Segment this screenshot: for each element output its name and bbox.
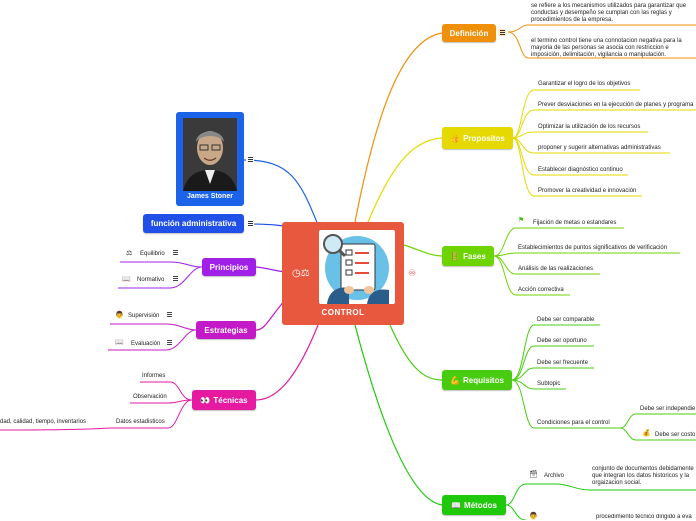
thumbs-up-icon: 👍 (450, 133, 461, 143)
propositos-item-1[interactable]: Garantizar el logro de los objetivos (538, 81, 631, 87)
eyes-icon: 👀 (200, 395, 211, 405)
propositos-node[interactable]: 👍 Propositos (442, 127, 513, 149)
propositos-item-4[interactable]: proponer y sugerir alternativas administ… (538, 145, 661, 151)
central-illustration (319, 230, 395, 304)
principios-item-equilibrio[interactable]: Equilibrio (140, 251, 165, 257)
link-icon[interactable]: ♾ (408, 268, 417, 278)
normativo-note-icon[interactable] (173, 276, 179, 282)
definicion-paragraph-1[interactable]: se refiere a los mecanismos utilizados p… (531, 3, 687, 23)
fases-item-4[interactable]: Acción correctiva (518, 287, 564, 293)
scales-icon: ⚖ (126, 250, 133, 257)
central-title: CONTROL (321, 308, 365, 317)
book-icon: 📖 (122, 276, 131, 283)
ladder-icon: 🪜 (450, 251, 461, 261)
estrategias-label: Estrategias (204, 325, 248, 335)
clock-scales-icon: ◷⚖ (292, 268, 310, 279)
requisitos-sub-item-1[interactable]: Debe ser independie (640, 406, 696, 412)
requisitos-node[interactable]: 💪 Requisitos (442, 370, 512, 390)
person-icon: 👨 (115, 312, 124, 319)
tecnicas-node[interactable]: 👀 Técnicas (192, 390, 256, 410)
requisitos-item-2[interactable]: Debe ser oportuno (537, 338, 587, 344)
tecnicas-item-informes[interactable]: Informes (142, 373, 166, 379)
definicion-note-icon[interactable] (498, 29, 506, 36)
equilibrio-note-icon[interactable] (173, 250, 179, 256)
metodos-item-2-text[interactable]: procedimiento técnico dirigido a eva (596, 514, 692, 520)
supervision-note-icon[interactable] (167, 312, 173, 318)
funcion-node[interactable]: función administrativa (143, 214, 244, 233)
propositos-item-6[interactable]: Promover la creatividad e innovación (538, 188, 637, 194)
requisitos-item-3[interactable]: Debe ser frecuente (537, 360, 589, 366)
stoner-note-icon[interactable] (246, 156, 254, 163)
central-topic[interactable]: ◷⚖ CONTROL (282, 222, 404, 325)
tecnicas-item-datos[interactable]: Datos estadisticos (116, 419, 165, 425)
flag-icon: ⚑ (518, 217, 525, 224)
propositos-item-3[interactable]: Optimizar la utilización de los recursos (538, 124, 641, 130)
fases-label: Fases (463, 251, 486, 261)
propositos-label: Propositos (463, 133, 505, 143)
requisitos-item-1[interactable]: Debe ser comparable (537, 317, 595, 323)
stoner-node[interactable]: James Stoner (176, 112, 244, 206)
requisitos-sub-item-2[interactable]: Debe ser costo (655, 432, 696, 438)
book-icon: 📖 (115, 339, 124, 346)
principios-node[interactable]: Principios (202, 258, 256, 276)
funcion-note-icon[interactable] (246, 220, 254, 227)
funcion-label: función administrativa (150, 219, 237, 228)
cabinet-icon: 🗃 (529, 471, 538, 478)
fases-node[interactable]: 🪜 Fases (442, 246, 494, 266)
principios-label: Principios (209, 262, 249, 272)
definicion-paragraph-2[interactable]: el termino control tiene una connotacion… (531, 38, 682, 58)
book-icon: 📖 (451, 500, 462, 510)
requisitos-label: Requisitos (463, 375, 504, 385)
fases-item-1[interactable]: Fijación de metas o estandares (533, 220, 617, 226)
stoner-label: James Stoner (187, 193, 233, 200)
evaluacion-note-icon[interactable] (167, 340, 173, 346)
metodos-node[interactable]: 📖 Métodos (442, 495, 506, 515)
bag-icon: 💰 (642, 430, 651, 437)
estrategias-node[interactable]: Estrategias (196, 321, 256, 339)
fases-item-3[interactable]: Análisis de las realizaciones (518, 266, 594, 272)
propositos-item-5[interactable]: Establecer diagnóstico continuo (538, 167, 623, 173)
person-icon: 👨 (529, 513, 538, 520)
requisitos-item-5[interactable]: Condiciones para el control (537, 420, 610, 426)
requisitos-item-4[interactable]: Subtopic (537, 381, 561, 387)
definicion-node[interactable]: Definición (442, 24, 496, 42)
metodos-item-archivo[interactable]: Archivo (544, 473, 565, 479)
metodos-archivo-text[interactable]: conjunto de documentos debidamente que i… (592, 466, 694, 486)
flexed-arm-icon: 💪 (450, 375, 461, 385)
definicion-label: Definición (449, 28, 489, 38)
stoner-photo (183, 118, 237, 191)
estrategias-item-evaluacion[interactable]: Evaluación (131, 341, 161, 347)
tecnicas-label: Técnicas (213, 395, 248, 405)
principios-item-normativo[interactable]: Normativo (137, 277, 165, 283)
tecnicas-item-datos-sub[interactable]: dad, calidad, tiempo, inventarios (0, 419, 87, 425)
metodos-label: Métodos (464, 500, 497, 510)
fases-item-2[interactable]: Establecimientos de puntos significativo… (518, 245, 668, 251)
propositos-item-2[interactable]: Prever desviaciones en la ejecución de p… (538, 102, 694, 108)
estrategias-item-supervision[interactable]: Supervisión (128, 313, 160, 319)
tecnicas-item-observacion[interactable]: Observación (133, 394, 167, 400)
